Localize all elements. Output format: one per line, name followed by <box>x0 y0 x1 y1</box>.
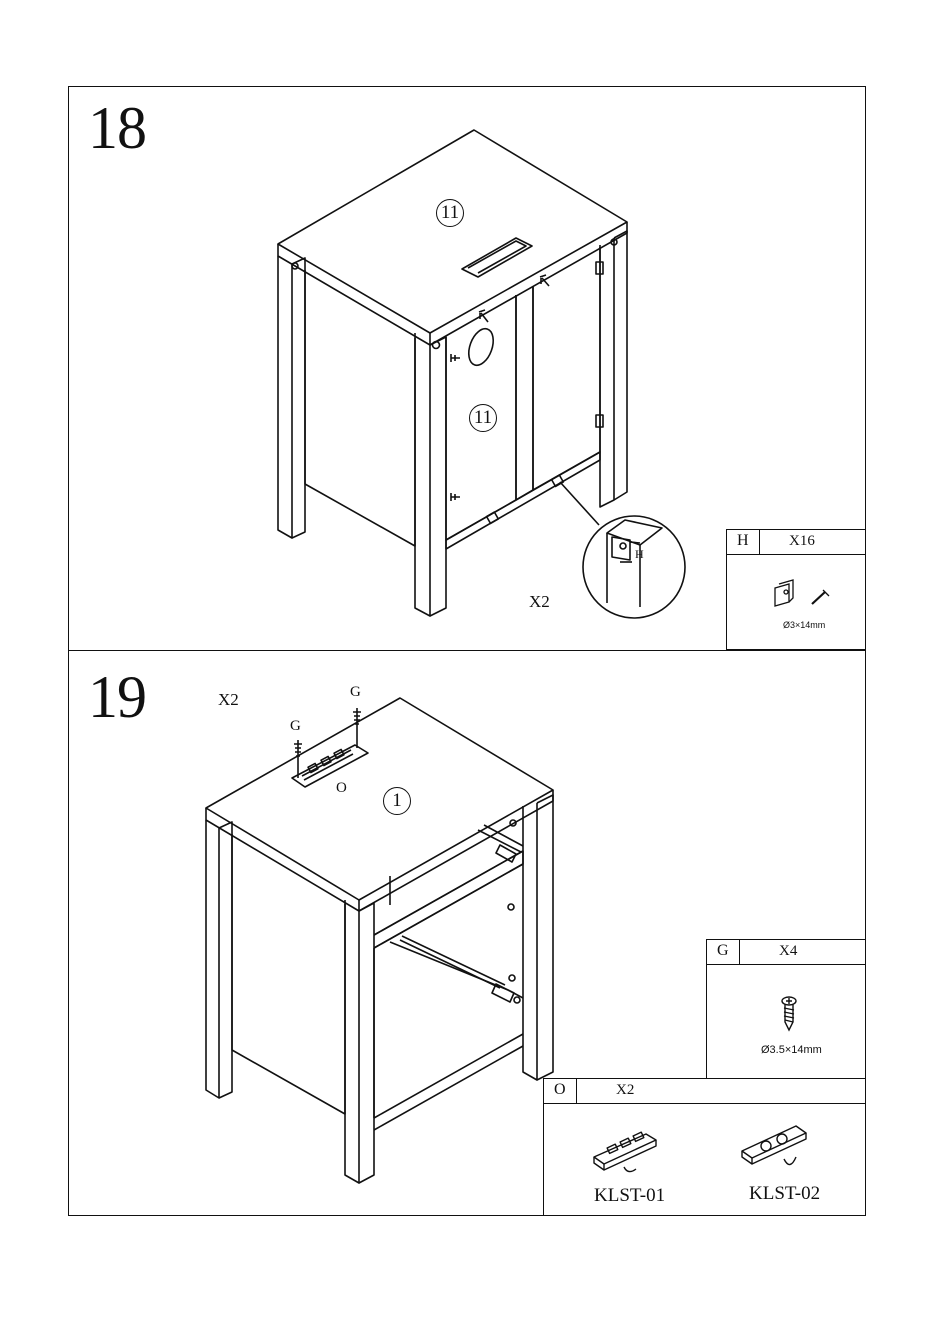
hardware-spec: Ø3.5×14mm <box>761 1044 822 1056</box>
screw-label-right: G <box>350 684 361 701</box>
screw-icon <box>707 940 867 1080</box>
part-callout-top-panel-19: 1 <box>383 787 411 815</box>
model-label-klst-02: KLST-02 <box>749 1183 820 1205</box>
hardware-box-g: G X4 Ø3.5×14mm <box>706 939 866 1079</box>
socket-label: O <box>336 780 347 797</box>
model-label-klst-01: KLST-01 <box>594 1185 665 1207</box>
screw-label-left: G <box>290 718 301 735</box>
hardware-box-o: O X2 KLST-01 KLST-02 <box>543 1078 866 1216</box>
